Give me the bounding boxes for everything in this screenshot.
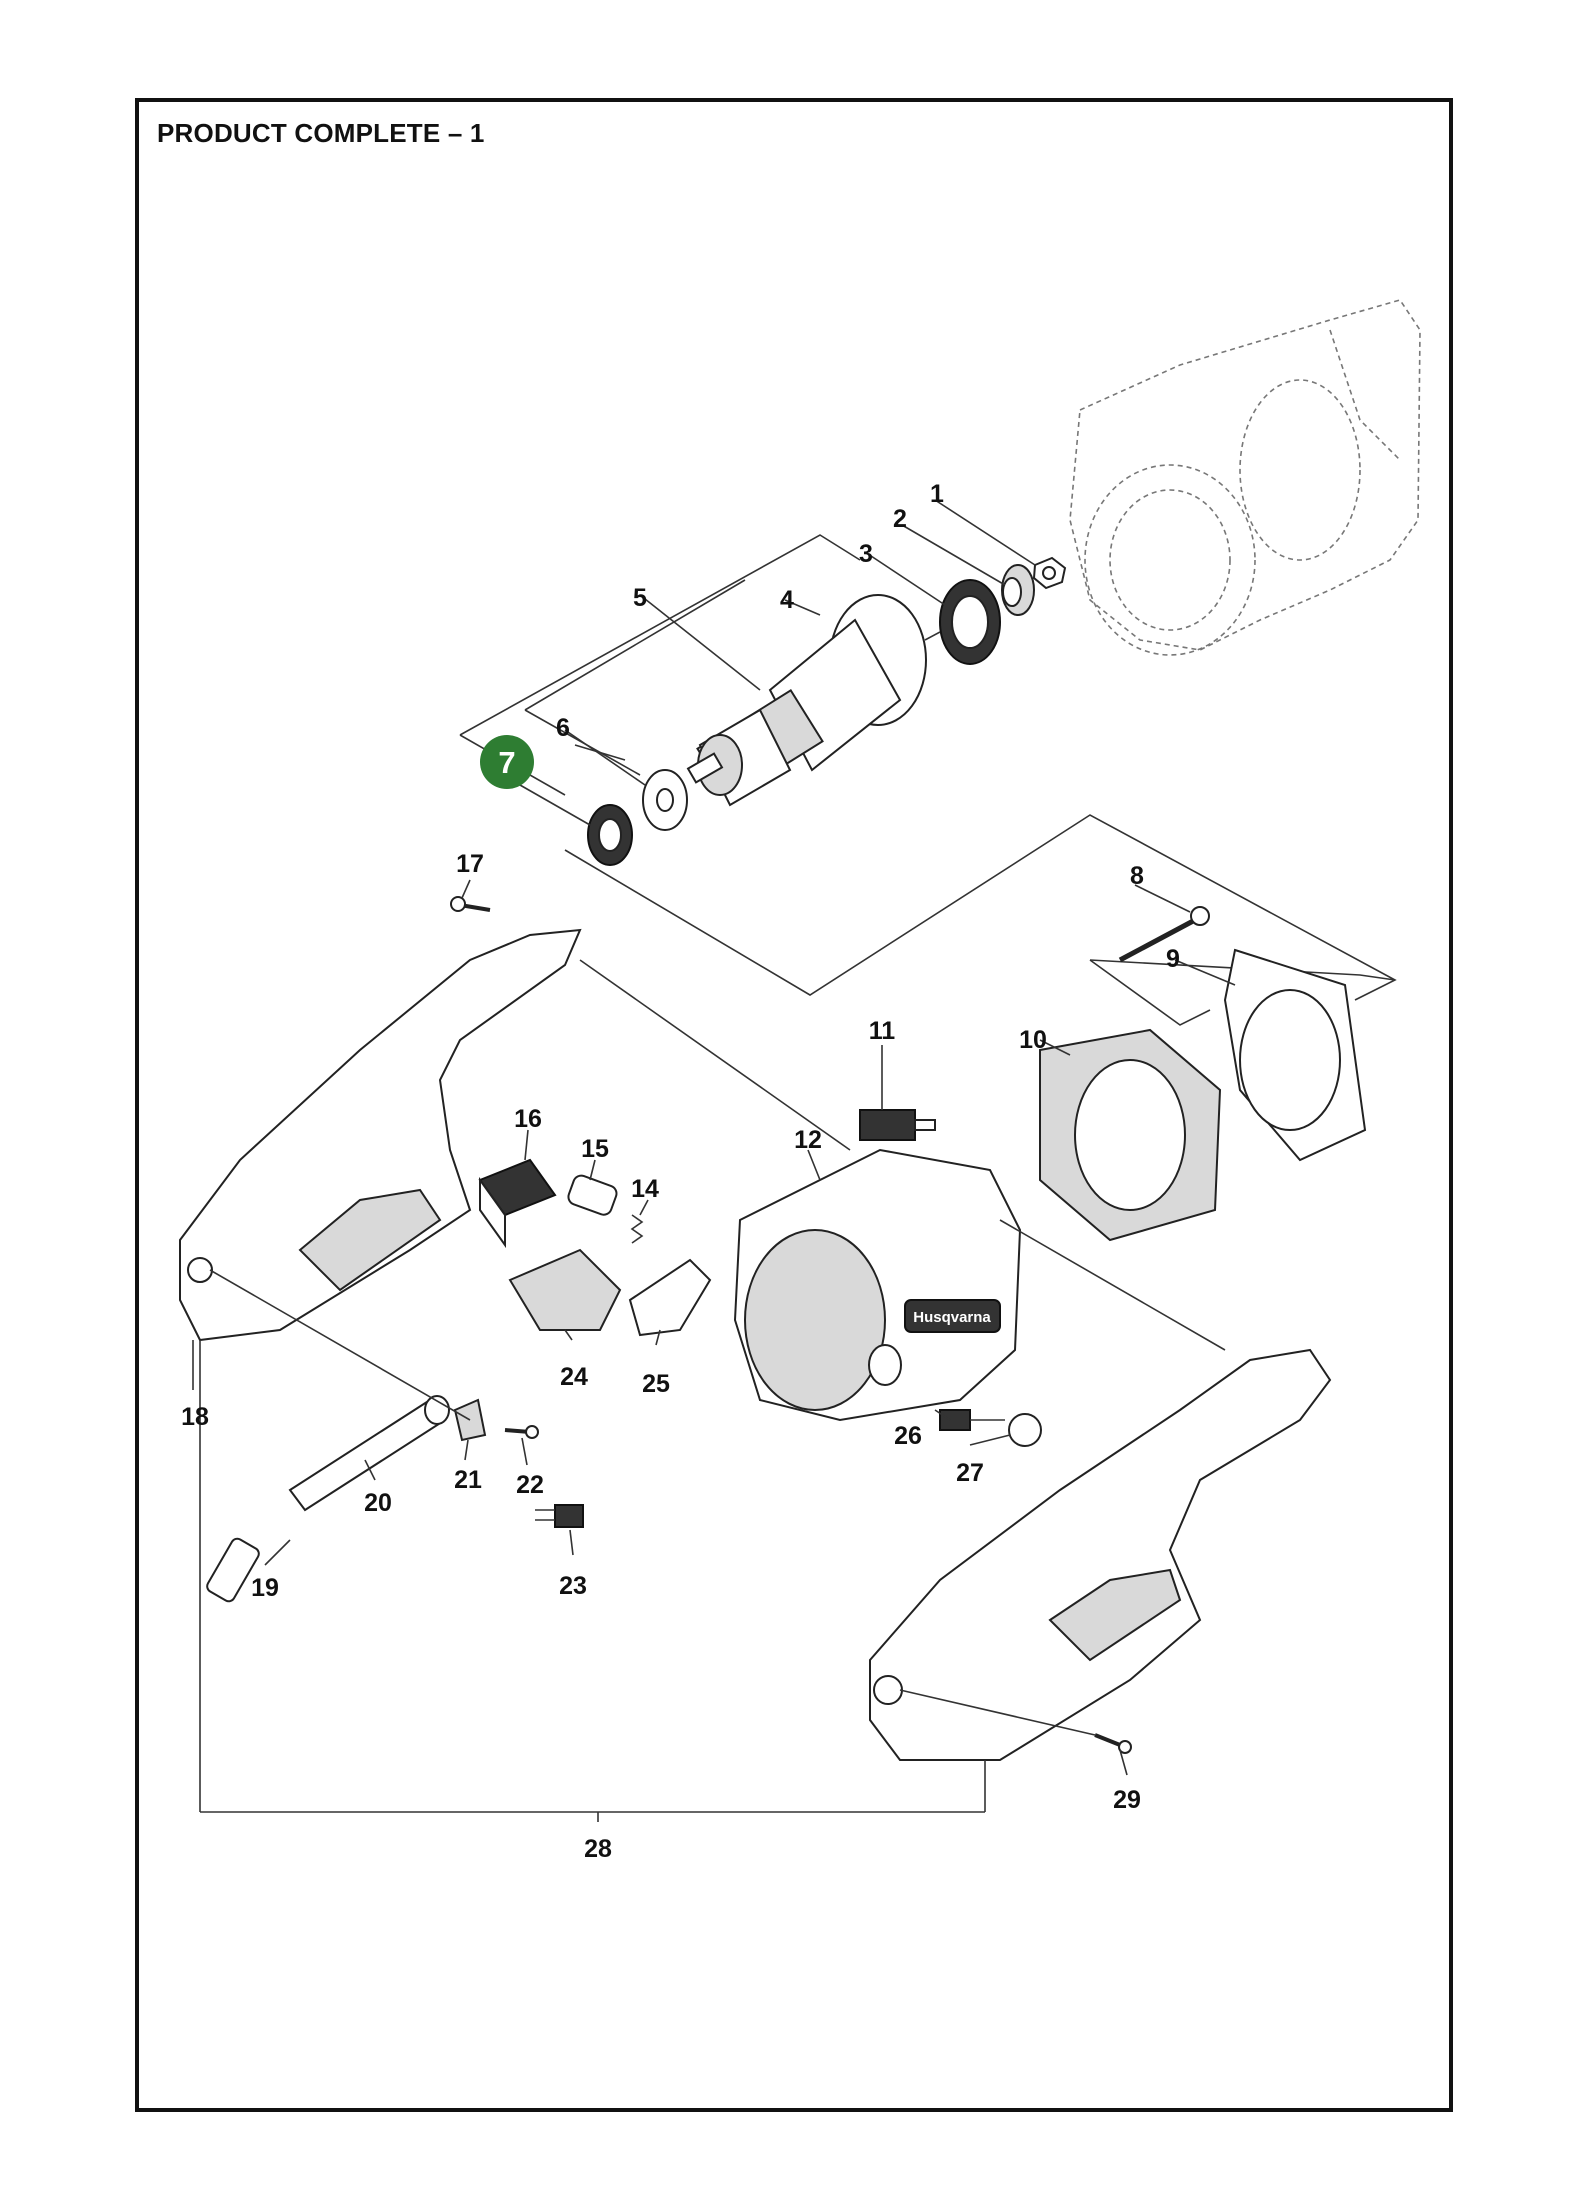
- part-28-handle-right: [869, 1348, 1332, 1761]
- callout-11: 11: [869, 1017, 896, 1045]
- part-18-handle-left: [179, 928, 582, 1342]
- part-12-motor-housing: Husqvarna: [733, 1148, 1022, 1422]
- callout-18: 18: [181, 1403, 209, 1431]
- callout-17: 17: [456, 850, 484, 878]
- callout-28: 28: [584, 1835, 612, 1863]
- callout-2: 2: [893, 505, 907, 533]
- callout-14: 14: [631, 1175, 659, 1203]
- callout-25: 25: [642, 1370, 670, 1398]
- part-1-nut: [1032, 556, 1067, 590]
- part-23-connector: [535, 1504, 584, 1528]
- sheet-border: [135, 98, 1453, 2112]
- callout-labels: 1 2 3 4 5 6 8 9 10 11 12 14 15 16 17 18 …: [181, 480, 1180, 1863]
- callout-23: 23: [559, 1572, 587, 1600]
- brand-logo-text: Husqvarna: [913, 1309, 991, 1326]
- callout-26: 26: [894, 1422, 922, 1450]
- callout-10: 10: [1019, 1026, 1047, 1054]
- callout-29: 29: [1113, 1786, 1141, 1814]
- part-3-bearing: [939, 579, 1001, 665]
- callout-24: 24: [560, 1363, 588, 1391]
- callout-15: 15: [581, 1135, 609, 1163]
- callout-3: 3: [859, 540, 873, 568]
- part-27-cap: [1008, 1413, 1042, 1447]
- part-10-stator: [1039, 1028, 1222, 1242]
- part-17-screw: [450, 896, 491, 912]
- part-2-pinion: [1001, 564, 1035, 616]
- callout-1: 1: [930, 480, 944, 508]
- part-8-screw: [1118, 906, 1210, 963]
- callout-27: 27: [956, 1459, 984, 1487]
- callout-5: 5: [633, 584, 647, 612]
- callout-22: 22: [516, 1471, 544, 1499]
- callout-9: 9: [1166, 945, 1180, 973]
- part-25-bracket: [628, 1258, 712, 1337]
- callout-19: 19: [251, 1574, 279, 1602]
- part-9-fan-cover: [1223, 948, 1367, 1162]
- callout-6: 6: [556, 714, 570, 742]
- part-5-commutator: [686, 734, 743, 796]
- part-14-spring: [630, 1214, 644, 1244]
- callout-16: 16: [514, 1105, 542, 1133]
- callout-21: 21: [454, 1466, 482, 1494]
- callout-8: 8: [1130, 862, 1144, 890]
- page-title: PRODUCT COMPLETE – 1: [157, 118, 485, 148]
- part-11-switch: [859, 1109, 936, 1141]
- armature-assembly-bracket: [459, 534, 1397, 1026]
- leader-lines: [192, 499, 1236, 1822]
- part-26-carbon-brush: [939, 1409, 1005, 1431]
- part-19-sleeve: [206, 1537, 260, 1603]
- callout-7-label: 7: [498, 745, 515, 780]
- part-6-washer: [642, 769, 688, 831]
- gear-housing-reference: [1069, 299, 1421, 656]
- callout-4: 4: [780, 586, 794, 614]
- part-20-tube: [288, 1395, 450, 1512]
- callout-20: 20: [364, 1489, 392, 1517]
- part-7-bearing: [587, 804, 633, 866]
- part-29-screw: [1094, 1733, 1132, 1754]
- part-16-switch-block: [478, 1158, 557, 1249]
- part-22-screw: [504, 1425, 539, 1439]
- part-15-brush: [567, 1174, 618, 1216]
- callout-12: 12: [794, 1126, 822, 1154]
- part-24-filter: [508, 1248, 622, 1331]
- callout-7-highlight: 7: [480, 735, 534, 789]
